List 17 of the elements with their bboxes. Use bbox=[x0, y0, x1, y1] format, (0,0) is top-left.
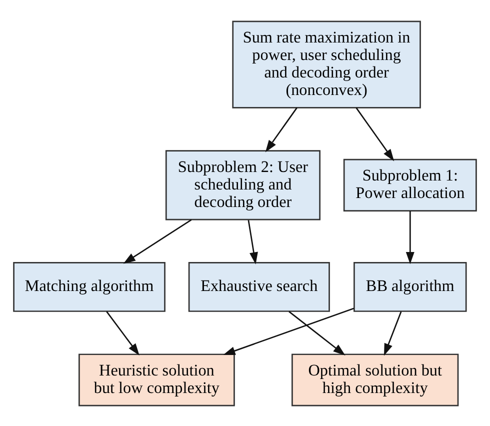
node-box: Heuristic solution but low complexity bbox=[78, 353, 235, 406]
arrow bbox=[123, 218, 192, 264]
node-box: Subproblem 1: Power allocation bbox=[343, 158, 477, 211]
arrow bbox=[248, 219, 258, 264]
arrow bbox=[265, 106, 298, 152]
node-box: Optimal solution but high complexity bbox=[292, 353, 459, 406]
node-box: Exhaustive search bbox=[188, 262, 330, 312]
arrow bbox=[223, 307, 354, 354]
arrow bbox=[384, 310, 402, 356]
arrow bbox=[406, 210, 414, 264]
arrow bbox=[356, 106, 394, 161]
arrow bbox=[288, 310, 346, 355]
arrow bbox=[106, 310, 140, 356]
node-box: Sum rate maximization in power, user scheduling and decoding order (nonconvex) bbox=[232, 20, 421, 108]
node-box: Subproblem 2: User scheduling and decoding order bbox=[165, 150, 320, 220]
node-box: Matching algorithm bbox=[13, 262, 166, 312]
node-box: BB algorithm bbox=[354, 262, 467, 312]
